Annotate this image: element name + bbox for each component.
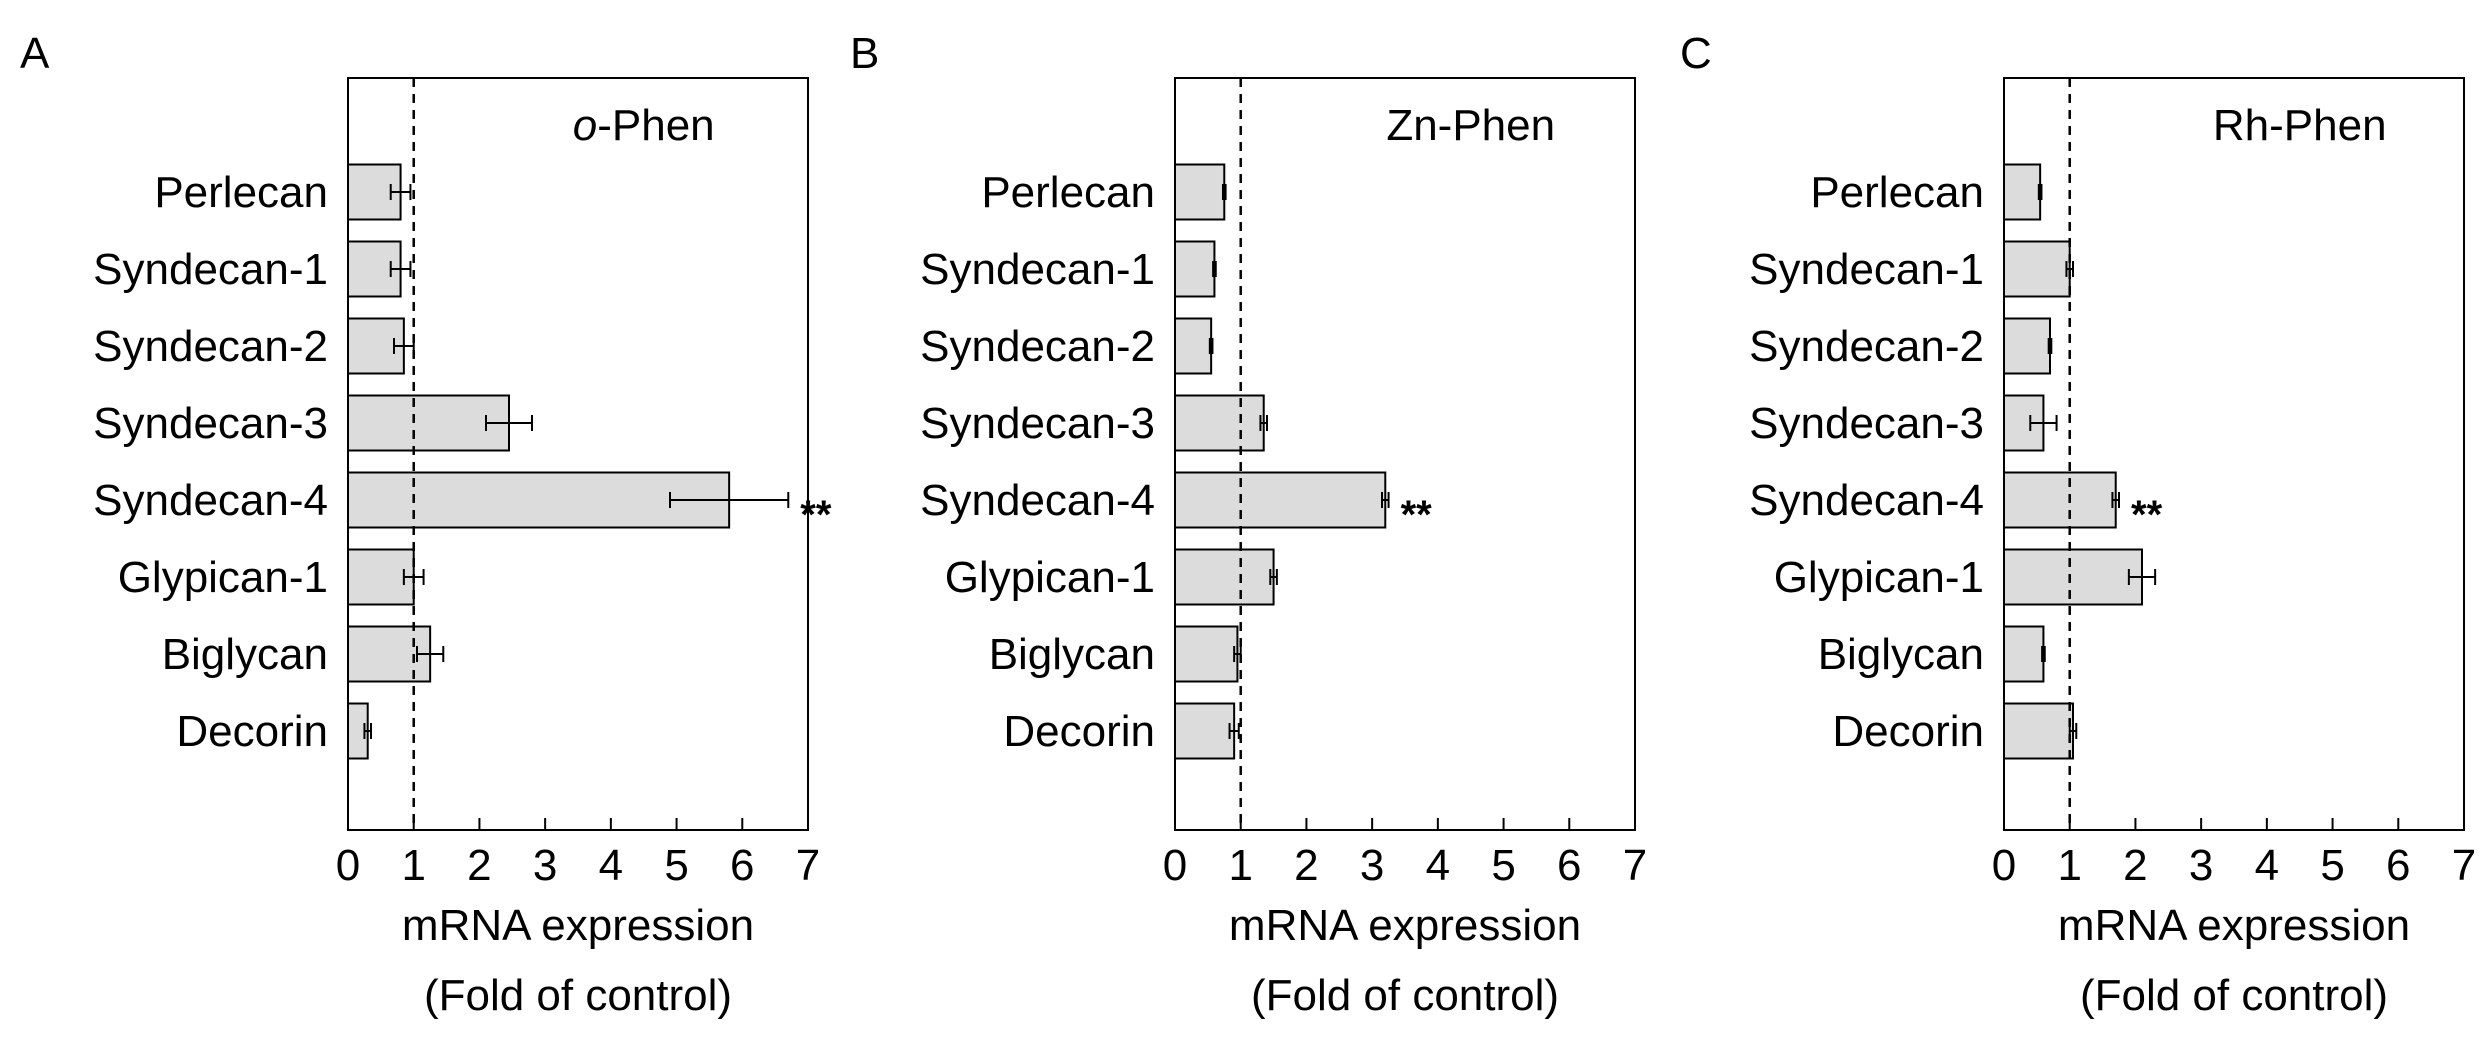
bar (1174, 317, 1213, 375)
x-tick-label: 6 (2386, 841, 2410, 890)
x-tick-label: 0 (1163, 841, 1187, 890)
bar (1174, 394, 1265, 452)
panel-letter: B (850, 29, 879, 78)
bar (2003, 548, 2143, 606)
category-label: Syndecan-4 (93, 476, 328, 525)
bar (2003, 240, 2071, 298)
category-label: Decorin (1003, 707, 1155, 756)
category-label: Decorin (1832, 707, 1984, 756)
x-tick-label: 5 (1491, 841, 1515, 890)
category-label: Biglycan (989, 630, 1155, 679)
category-label: Syndecan-1 (1749, 245, 1984, 294)
category-label: Glypican-1 (118, 553, 328, 602)
bar (2003, 163, 2042, 221)
panel-a: Ao-PhenPerlecanSyndecan-1Syndecan-2Synde… (20, 29, 832, 1020)
category-label: Syndecan-4 (1749, 476, 1984, 525)
significance-marker: ** (1401, 493, 1433, 537)
category-label: Glypican-1 (1774, 553, 1984, 602)
x-tick-label: 3 (1360, 841, 1384, 890)
significance-marker: ** (800, 493, 832, 537)
x-axis-label-unit: (Fold of control) (424, 971, 732, 1020)
bar (1174, 548, 1275, 606)
bar (2003, 471, 2117, 529)
bar (1174, 471, 1387, 529)
x-tick-label: 3 (533, 841, 557, 890)
bar (2003, 702, 2074, 760)
x-tick-label: 1 (401, 841, 425, 890)
chart-title-suffix: -Phen (597, 101, 714, 150)
bar (1174, 625, 1239, 683)
category-label: Syndecan-3 (93, 399, 328, 448)
x-tick-label: 1 (2057, 841, 2081, 890)
category-label: Syndecan-2 (93, 322, 328, 371)
bar (1174, 702, 1236, 760)
bar (347, 471, 731, 529)
category-label: Glypican-1 (945, 553, 1155, 602)
plot-frame (1174, 77, 1636, 831)
category-label: Perlecan (1810, 168, 1984, 217)
x-tick-label: 7 (796, 841, 820, 890)
x-tick-label: 4 (1426, 841, 1450, 890)
x-tick-label: 4 (599, 841, 623, 890)
plot-frame (347, 77, 809, 831)
x-axis-label: mRNA expression (2058, 901, 2410, 950)
chart-title-prefix: o (573, 101, 597, 150)
panel-letter: A (20, 29, 50, 78)
x-tick-label: 7 (1623, 841, 1647, 890)
chart-title: Rh-Phen (2213, 101, 2387, 150)
x-axis-label: mRNA expression (1229, 901, 1581, 950)
x-axis-label-unit: (Fold of control) (1251, 971, 1559, 1020)
panel-b: B Zn-PhenPerlecanSyndecan-1Syndecan-2Synd… (850, 29, 1647, 1020)
category-label: Syndecan-1 (93, 245, 328, 294)
chart-title: Zn-Phen (1386, 101, 1555, 150)
bar (1174, 163, 1226, 221)
x-tick-label: 0 (1992, 841, 2016, 890)
x-tick-label: 0 (336, 841, 360, 890)
x-axis-label-unit: (Fold of control) (2080, 971, 2388, 1020)
plot-frame (2003, 77, 2465, 831)
panel-letter: C (1680, 29, 1712, 78)
bar (1174, 240, 1216, 298)
category-label: Syndecan-3 (1749, 399, 1984, 448)
category-label: Syndecan-1 (920, 245, 1155, 294)
x-tick-label: 5 (2320, 841, 2344, 890)
x-tick-label: 2 (2123, 841, 2147, 890)
category-label: Syndecan-2 (1749, 322, 1984, 371)
category-label: Decorin (176, 707, 328, 756)
chart-title: o-Phen (573, 101, 715, 150)
category-label: Biglycan (1818, 630, 1984, 679)
x-tick-label: 2 (1294, 841, 1318, 890)
x-axis-label: mRNA expression (402, 901, 754, 950)
category-label: Perlecan (154, 168, 328, 217)
panel-c: C Rh-PhenPerlecanSyndecan-1Syndecan-2Synd… (1680, 29, 2476, 1020)
x-tick-label: 5 (664, 841, 688, 890)
x-tick-label: 1 (1228, 841, 1252, 890)
category-label: Syndecan-2 (920, 322, 1155, 371)
bar (2003, 625, 2045, 683)
category-label: Perlecan (981, 168, 1155, 217)
category-label: Biglycan (162, 630, 328, 679)
significance-marker: ** (2131, 493, 2163, 537)
category-label: Syndecan-3 (920, 399, 1155, 448)
x-tick-label: 6 (1557, 841, 1581, 890)
x-tick-label: 6 (730, 841, 754, 890)
x-tick-label: 7 (2452, 841, 2476, 890)
bar (2003, 317, 2051, 375)
bar (347, 394, 510, 452)
bar (347, 548, 415, 606)
x-tick-label: 4 (2255, 841, 2279, 890)
category-label: Syndecan-4 (920, 476, 1155, 525)
x-tick-label: 2 (467, 841, 491, 890)
x-tick-label: 3 (2189, 841, 2213, 890)
